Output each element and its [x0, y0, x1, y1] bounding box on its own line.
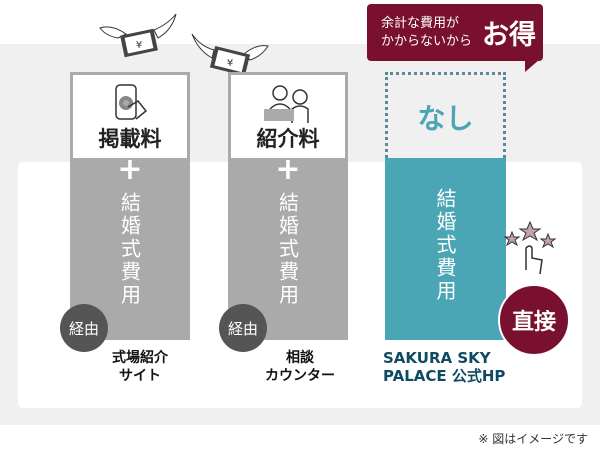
- via-badge: 経由: [60, 304, 108, 352]
- wedding-cost-label: 結婚式費用: [117, 192, 142, 307]
- callout-highlight: お得: [482, 20, 537, 51]
- cost-bar-direct: 結婚式費用: [385, 158, 506, 340]
- fee-label: 掲載料: [98, 127, 162, 151]
- savings-callout: 余計な費用がかからないから お得: [367, 4, 543, 61]
- sparkle-tap-icon: [503, 220, 557, 275]
- callout-line2: かからないから: [381, 33, 473, 49]
- callout-tail: [525, 60, 539, 72]
- wedding-cost-label: 結婚式費用: [275, 192, 300, 307]
- route-name: 相談カウンター: [265, 350, 335, 384]
- plus-icon: +: [117, 152, 143, 187]
- wedding-cost-label: 結婚式費用: [433, 188, 457, 303]
- direct-badge: 直接: [498, 284, 570, 356]
- flying-money-icon: ¥: [191, 33, 269, 77]
- svg-text:¥: ¥: [136, 40, 142, 51]
- counter-staff-icon: [264, 85, 309, 123]
- plus-icon: +: [275, 152, 301, 187]
- flying-money-icon: ¥: [99, 13, 177, 58]
- via-badge: 経由: [219, 304, 267, 352]
- no-fee-box: なし: [385, 72, 506, 158]
- smartphone-tap-icon: [115, 84, 148, 120]
- fee-box-listing: 掲載料: [70, 72, 190, 159]
- svg-text:¥: ¥: [227, 58, 233, 69]
- image-note: ※ 図はイメージです: [478, 432, 588, 446]
- fee-label: 紹介料: [256, 127, 320, 151]
- route-name: 式場紹介サイト: [112, 350, 168, 384]
- fee-box-referral: 紹介料: [228, 72, 348, 159]
- callout-line1: 余計な費用が: [381, 15, 460, 31]
